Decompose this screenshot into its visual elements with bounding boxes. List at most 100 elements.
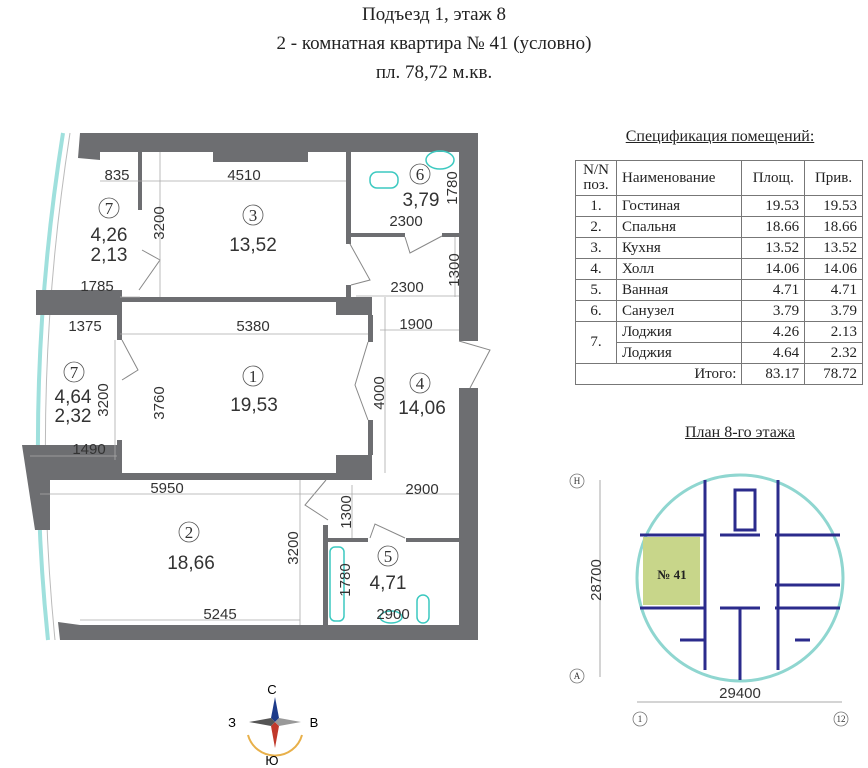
floor-overview-plan: № 41 28700 29400 Н А 1 12 [569, 473, 849, 727]
room-6-area: 3,79 [403, 190, 440, 211]
row-name: Холл [615, 258, 743, 280]
spec-table: N/N поз. Наименование Площ. Прив. 1.Гост… [574, 160, 863, 385]
room-5-number: 5 [384, 547, 393, 566]
dim-1900: 1900 [399, 316, 432, 333]
row-name: Лоджия [615, 321, 743, 343]
width-dim: 29400 [719, 685, 761, 702]
row-area: 18.66 [741, 216, 806, 238]
apartment-41-highlight [643, 537, 700, 605]
row-name: Кухня [615, 237, 743, 259]
dimension-lines [30, 152, 459, 625]
room-4-area: 14,06 [398, 398, 446, 419]
plumbing-fixtures [329, 150, 455, 624]
room-3-area: 13,52 [229, 235, 277, 256]
row-num: 5. [575, 279, 617, 301]
apartment-title: 2 - комнатная квартира № 41 (условно) [276, 33, 592, 54]
dim-3200-loggia2: 3200 [95, 383, 112, 416]
total-area: 83.17 [741, 363, 806, 385]
loggia-2-area: 4,64 [55, 387, 92, 408]
room-5-area: 4,71 [370, 573, 407, 594]
dim-3760: 3760 [151, 386, 168, 419]
walls [22, 133, 478, 640]
total-label: Итого: [574, 363, 743, 385]
window-glazing [35, 132, 65, 641]
apartment-41-label: № 41 [657, 567, 686, 582]
axis-1: 1 [638, 714, 643, 724]
loggia-1-reduced-area: 2,13 [91, 245, 128, 266]
doors [121, 235, 491, 539]
dim-1785: 1785 [80, 278, 113, 295]
row-reduced: 14.06 [804, 258, 863, 280]
spec-title: Спецификация помещений: [625, 128, 815, 145]
dim-2900-bath: 2900 [376, 606, 409, 623]
row-num: 7. [575, 321, 617, 364]
dim-4000: 4000 [371, 376, 388, 409]
floor-plan-title: План 8-го этажа [684, 424, 795, 441]
dim-2900-hall: 2900 [405, 481, 438, 498]
compass-north-arrow [271, 697, 279, 722]
row-reduced: 13.52 [804, 237, 863, 259]
col-name: Наименование [615, 160, 743, 196]
spec-header-row: N/N поз. Наименование Площ. Прив. [575, 160, 863, 196]
row-num: 1. [575, 195, 617, 217]
dim-2300-wc: 2300 [389, 213, 422, 230]
row-area: 4.71 [741, 279, 806, 301]
dim-1490: 1490 [72, 441, 105, 458]
height-dim: 28700 [588, 559, 605, 601]
dim-5380: 5380 [236, 318, 269, 335]
row-num: 2. [575, 216, 617, 238]
loggia-1-number: 7 [105, 199, 114, 218]
loggia-1-area: 4,26 [91, 225, 128, 246]
area-title: пл. 78,72 м.кв. [375, 62, 493, 83]
total-reduced: 78.72 [804, 363, 863, 385]
row-reduced: 4.71 [804, 279, 863, 301]
room-2-area: 18,66 [167, 553, 215, 574]
compass: С З В Ю [228, 682, 318, 768]
row-reduced: 3.79 [804, 300, 863, 322]
row-area: 3.79 [741, 300, 806, 322]
row-area: 19.53 [741, 195, 806, 217]
axis-12: 12 [837, 714, 846, 724]
compass-west: З [228, 715, 236, 730]
row-reduced: 2.13 [804, 321, 863, 343]
loggia-2-number: 7 [70, 363, 79, 382]
room-6-number: 6 [416, 165, 425, 184]
row-reduced: 2.32 [804, 342, 863, 364]
dim-5950: 5950 [150, 480, 183, 497]
row-reduced: 19.53 [804, 195, 863, 217]
row-num: 6. [575, 300, 617, 322]
col-num: N/N поз. [575, 160, 617, 196]
row-area: 4.26 [741, 321, 806, 343]
row-num: 4. [575, 258, 617, 280]
compass-north: С [267, 682, 276, 697]
room-3-number: 3 [249, 206, 258, 225]
room-4-number: 4 [416, 374, 425, 393]
loggia-2-reduced-area: 2,32 [55, 406, 92, 427]
dim-1375: 1375 [68, 318, 101, 335]
row-area: 4.64 [741, 342, 806, 364]
row-name: Ванная [615, 279, 743, 301]
row-area: 13.52 [741, 237, 806, 259]
dim-4510: 4510 [227, 167, 260, 184]
entrance-floor-title: Подъезд 1, этаж 8 [362, 4, 506, 25]
row-reduced: 18.66 [804, 216, 863, 238]
room-2-number: 2 [185, 523, 194, 542]
col-area: Площ. [741, 160, 806, 196]
row-name: Лоджия [615, 342, 743, 364]
compass-south-arrow [271, 722, 279, 748]
row-num: 3. [575, 237, 617, 259]
row-name: Гостиная [615, 195, 743, 217]
axis-a: А [574, 671, 581, 681]
row-name: Спальня [615, 216, 743, 238]
dim-5245: 5245 [203, 606, 236, 623]
dim-1780-bath: 1780 [337, 563, 354, 596]
compass-south: Ю [265, 753, 278, 768]
